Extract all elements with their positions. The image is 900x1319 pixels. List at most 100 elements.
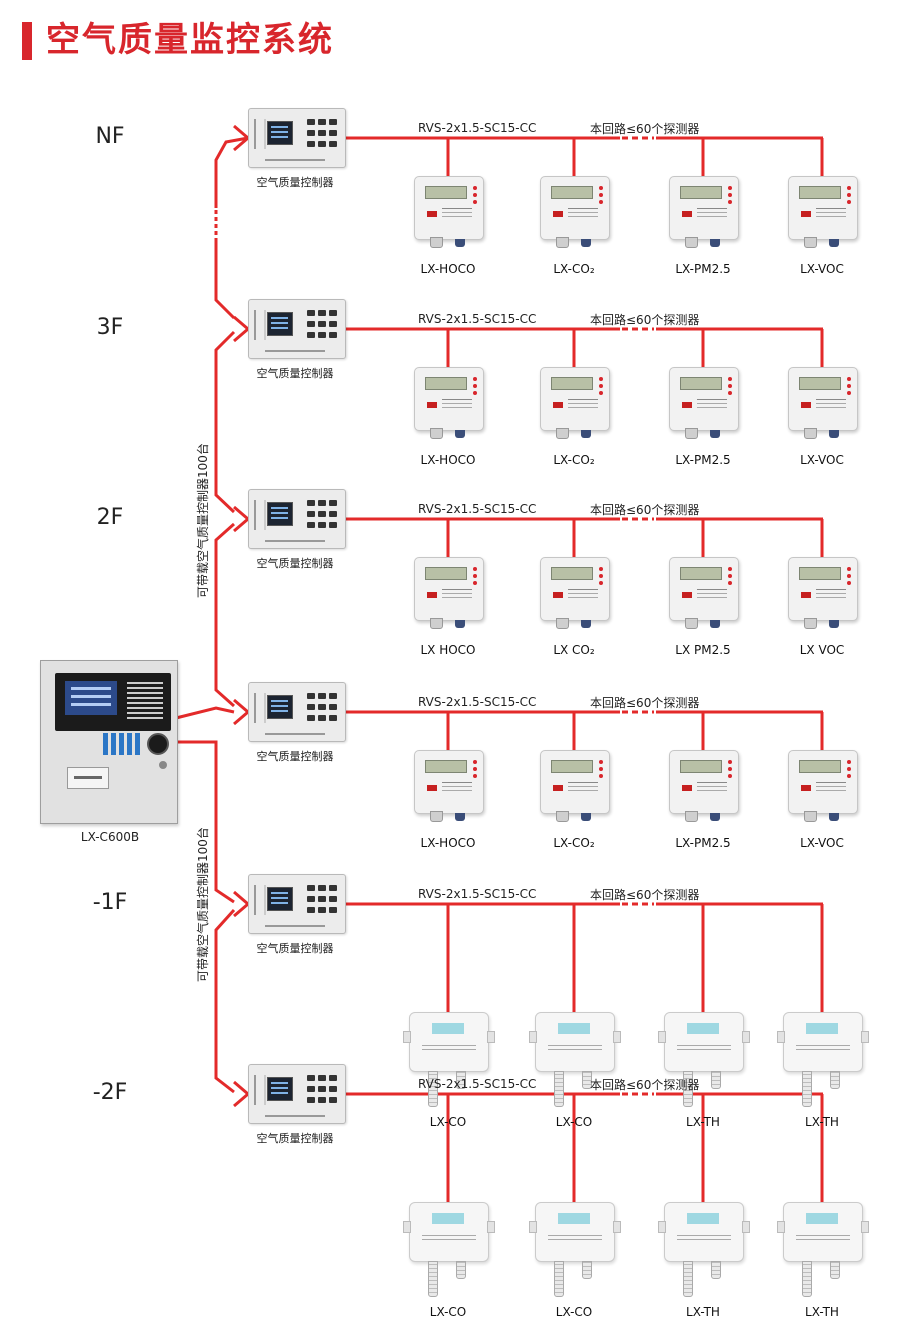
controller-connector xyxy=(233,890,251,918)
lcd-detector xyxy=(669,557,739,629)
detector-model-label: LX-PM2.5 xyxy=(675,836,731,850)
controller-foot xyxy=(265,540,325,542)
sensor-port xyxy=(581,813,591,821)
cable-gland xyxy=(556,237,569,248)
detector-print xyxy=(422,1045,476,1046)
cable-gland xyxy=(556,811,569,822)
floor-label-2: 2F xyxy=(96,505,124,530)
sensor-probe xyxy=(554,1071,564,1107)
detector-lcd xyxy=(799,760,841,773)
detector-model-label: LX-HOCO xyxy=(420,262,476,276)
controller-terminal xyxy=(254,500,266,530)
mount-ear xyxy=(487,1221,495,1233)
lcd-detector xyxy=(788,557,858,629)
mount-ear xyxy=(658,1221,666,1233)
detector-indicator xyxy=(427,785,437,791)
detector-indicator xyxy=(682,785,692,791)
sensor-probe xyxy=(802,1071,812,1107)
air-quality-controller xyxy=(248,299,346,359)
detector-model-label: LX-VOC xyxy=(800,836,844,850)
detector-indicator xyxy=(682,211,692,217)
detector-sticker xyxy=(687,1213,719,1224)
cable-gland xyxy=(830,1261,840,1279)
controller-connector xyxy=(233,315,251,343)
detector-leds xyxy=(847,186,851,190)
detector-model-label: LX-CO xyxy=(429,1115,467,1129)
detector-print xyxy=(677,1235,731,1236)
lcd-detector xyxy=(788,750,858,822)
mount-ear xyxy=(742,1031,750,1043)
detector-print xyxy=(697,399,727,400)
controller-keys xyxy=(307,885,337,915)
detector-lcd xyxy=(799,567,841,580)
detector-model-label: LX PM2.5 xyxy=(675,643,731,657)
panel-display-bezel xyxy=(55,673,171,731)
detector-indicator xyxy=(427,402,437,408)
controller-label: 空气质量控制器 xyxy=(256,750,334,763)
cable-gland xyxy=(685,811,698,822)
cable-gland xyxy=(711,1261,721,1279)
floor-label-0: NF xyxy=(95,124,125,149)
cable-gland xyxy=(685,237,698,248)
detector-print xyxy=(568,208,598,209)
detector-model-label: LX-VOC xyxy=(800,453,844,467)
air-quality-controller xyxy=(248,874,346,934)
sensor-port xyxy=(829,430,839,438)
panel-model-label: LX-C600B xyxy=(80,830,140,844)
lcd-detector xyxy=(669,367,739,439)
panel-feed-upper xyxy=(175,706,235,720)
mount-ear xyxy=(613,1031,621,1043)
sensor-probe xyxy=(554,1261,564,1297)
loop-limit-label: 本回路≤60个探测器 xyxy=(590,696,700,710)
detector-sticker xyxy=(432,1213,464,1224)
air-quality-controller xyxy=(248,682,346,742)
detector-leds xyxy=(473,760,477,764)
loop-limit-label: 本回路≤60个探测器 xyxy=(590,313,700,327)
detector-leds xyxy=(599,760,603,764)
mount-ear xyxy=(861,1221,869,1233)
page-title: 空气质量监控系统 xyxy=(46,20,334,60)
controller-terminal xyxy=(254,693,266,723)
cable-gland xyxy=(711,1071,721,1089)
controller-label: 空气质量控制器 xyxy=(256,942,334,955)
mount-ear xyxy=(658,1031,666,1043)
title-accent-bar xyxy=(22,22,32,60)
sensor-port xyxy=(581,430,591,438)
sensor-port xyxy=(710,430,720,438)
detector-indicator xyxy=(553,785,563,791)
loop-limit-label: 本回路≤60个探测器 xyxy=(590,1078,700,1092)
detector-print xyxy=(816,589,846,590)
detector-lcd xyxy=(680,760,722,773)
bus-capacity-label-upper: 可带载空气质量控制器100台 xyxy=(196,443,210,598)
central-control-panel xyxy=(40,660,178,824)
cable-gland xyxy=(582,1261,592,1279)
detector-sticker xyxy=(432,1023,464,1034)
trunk-wire-basement xyxy=(214,908,236,1094)
controller-keys xyxy=(307,310,337,340)
controller-screen xyxy=(267,502,293,526)
controller-connector xyxy=(233,698,251,726)
loop-limit-label: 本回路≤60个探测器 xyxy=(590,122,700,136)
cable-gland xyxy=(456,1261,466,1279)
detector-sticker xyxy=(806,1213,838,1224)
sensor-port xyxy=(710,239,720,247)
detector-model-label: LX-TH xyxy=(805,1305,839,1319)
controller-connector xyxy=(233,1080,251,1108)
controller-label: 空气质量控制器 xyxy=(256,176,334,189)
sensor-port xyxy=(455,430,465,438)
panel-navigation-wheel xyxy=(147,733,169,755)
lcd-detector xyxy=(540,367,610,439)
lcd-detector xyxy=(414,367,484,439)
detector-sticker xyxy=(558,1213,590,1224)
controller-keys xyxy=(307,119,337,149)
mount-ear xyxy=(861,1031,869,1043)
detector-model-label: LX-TH xyxy=(686,1305,720,1319)
detector-model-label: LX-HOCO xyxy=(420,836,476,850)
controller-label: 空气质量控制器 xyxy=(256,557,334,570)
cable-gland xyxy=(456,1071,466,1089)
detector-print xyxy=(796,1235,850,1236)
trunk-wire-top xyxy=(214,136,249,208)
detector-print xyxy=(442,208,472,209)
detector-print xyxy=(568,399,598,400)
